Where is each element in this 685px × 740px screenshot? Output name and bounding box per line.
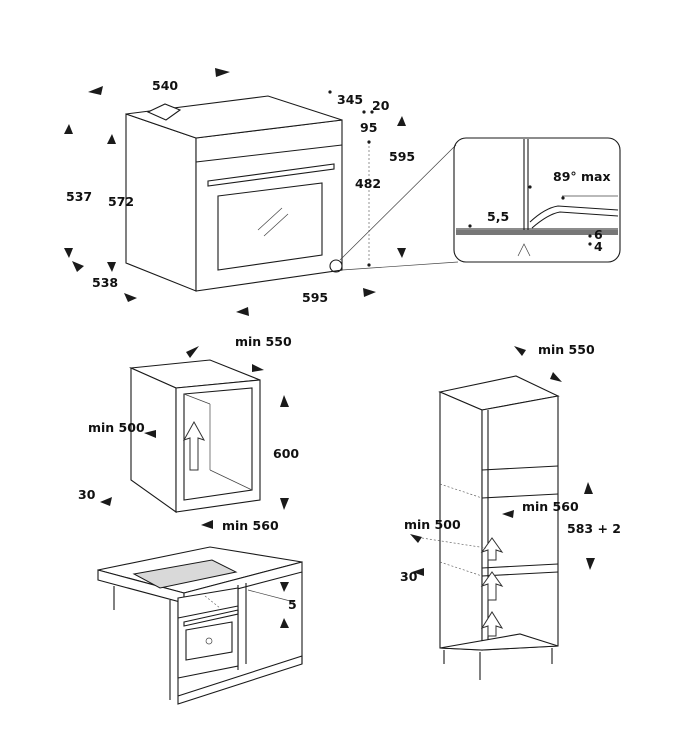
niche2-width: min 550 (538, 342, 595, 357)
detail-6: 6 (594, 227, 603, 242)
dim-95: 95 (360, 120, 377, 135)
niche2-inner-width: min 560 (522, 499, 579, 514)
airflow-arrow-icon (480, 611, 504, 637)
dim-572: 572 (108, 194, 134, 209)
detail-callout (339, 137, 621, 271)
oven-dimension-lines (64, 68, 406, 316)
niche1-width: min 550 (235, 334, 292, 349)
dim-540: 540 (152, 78, 178, 93)
detail-5-5: 5,5 (487, 209, 509, 224)
dim-482: 482 (355, 176, 381, 191)
kitchen-counter-drawing (97, 546, 303, 705)
niche2-depth: min 500 (404, 517, 461, 532)
dim-345: 345 (337, 92, 363, 107)
airflow-arrow-icon (480, 571, 504, 601)
detail-4: 4 (594, 239, 603, 254)
niche1-gap: 30 (78, 487, 96, 502)
column-niche-drawing (410, 346, 595, 680)
detail-angle: 89° max (553, 169, 611, 184)
dim-595-width: 595 (302, 290, 328, 305)
airflow-arrow-icon (182, 420, 206, 471)
niche1-height: 600 (273, 446, 299, 461)
oven-drawing (125, 95, 343, 292)
niche1-inner-width: min 560 (222, 518, 279, 533)
dim-20: 20 (372, 98, 390, 113)
niche2-height: 583 + 2 (567, 521, 621, 536)
airflow-arrow-icon (480, 537, 504, 561)
niche2-gap: 30 (400, 569, 418, 584)
undercounter-niche-drawing (100, 346, 289, 529)
counter-gap-5: 5 (288, 597, 297, 612)
niche1-depth: min 500 (88, 420, 145, 435)
dim-538: 538 (92, 275, 118, 290)
dim-595-height: 595 (389, 149, 415, 164)
dim-537: 537 (66, 189, 92, 204)
